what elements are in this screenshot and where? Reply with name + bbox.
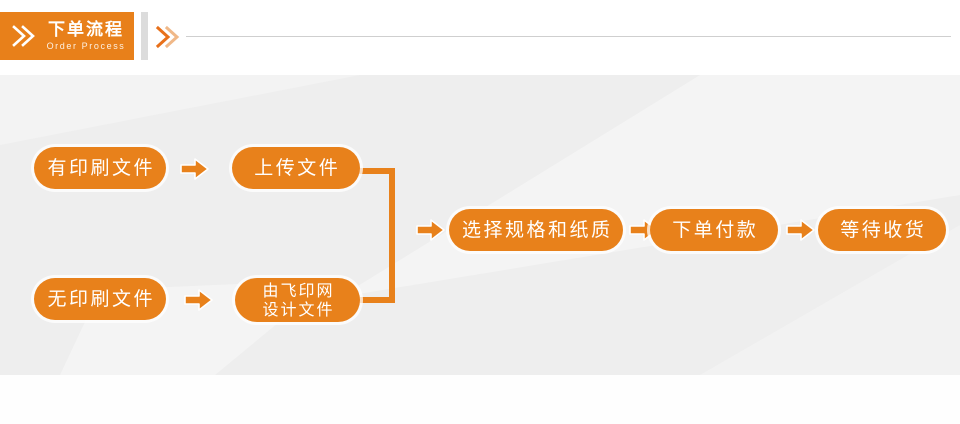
flow-node-label-line1: 由飞印网	[262, 281, 335, 300]
page-subtitle: Order Process	[46, 41, 126, 51]
page-title: 下单流程	[48, 20, 124, 40]
flow-node-wait-delivery[interactable]: 等待收货	[818, 209, 946, 251]
arrow-right-icon	[180, 158, 209, 180]
section-badge-text: 下单流程 Order Process	[42, 20, 134, 52]
double-chevron-right-icon	[12, 25, 35, 47]
bracket-connector	[340, 168, 395, 303]
arrow-right-icon	[786, 219, 815, 241]
flow-node-label: 选择规格和纸质	[461, 219, 613, 241]
arrow-right-icon	[184, 289, 213, 311]
header: 下单流程 Order Process	[0, 0, 960, 75]
header-rule	[186, 36, 951, 37]
flow-node-label: 无印刷文件	[47, 288, 155, 310]
double-chevron-right-small-icon	[155, 25, 180, 49]
header-divider-bar	[141, 12, 148, 60]
section-badge: 下单流程 Order Process	[0, 12, 134, 60]
flow-node-label: 下单付款	[672, 219, 759, 241]
flow-node-choose-spec[interactable]: 选择规格和纸质	[449, 209, 623, 251]
flow-node-no-file[interactable]: 无印刷文件	[34, 278, 166, 320]
flow-node-order-pay[interactable]: 下单付款	[650, 209, 778, 251]
flow-node-have-file[interactable]: 有印刷文件	[34, 147, 166, 189]
flow-node-label-line2: 设计文件	[262, 300, 335, 319]
arrow-right-icon	[416, 219, 445, 241]
flow-node-label: 有印刷文件	[47, 157, 155, 179]
order-process-flow: 有印刷文件 上传文件 无印刷文件 由飞印网 设计文件 选择规格和纸质	[0, 75, 960, 375]
flow-node-label: 等待收货	[840, 219, 927, 241]
flow-node-design-file[interactable]: 由飞印网 设计文件	[235, 278, 360, 322]
flow-node-label: 上传文件	[254, 157, 341, 179]
flow-node-upload-file[interactable]: 上传文件	[232, 147, 360, 189]
